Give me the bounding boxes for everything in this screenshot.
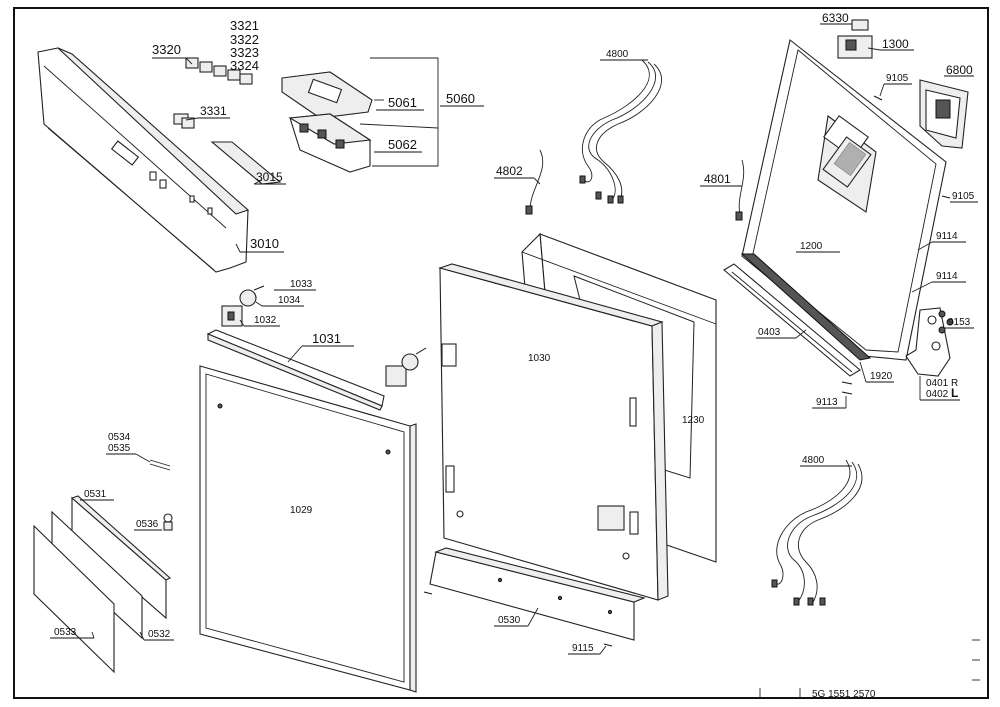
label-4800-bottom: 4800 (802, 455, 825, 466)
label-1033: 1033 (290, 279, 313, 290)
label-6800: 6800 (946, 63, 973, 77)
label-1200: 1200 (800, 241, 823, 252)
label-9115: 9115 (572, 643, 594, 654)
label-0534: 0534 (108, 432, 131, 443)
part-labels: 3321 3322 3323 3324 3320 3331 3015 3010 … (54, 11, 975, 700)
washer-1034-right (401, 353, 419, 371)
label-3331: 3331 (200, 104, 227, 118)
plinth-clip-0534 (149, 459, 171, 471)
strip-0403 (723, 263, 861, 377)
plinth-0533 (33, 524, 115, 674)
label-0536: 0536 (136, 519, 159, 530)
lock-cover-6330 (851, 19, 869, 31)
label-3323: 3323 (230, 45, 259, 60)
label-4800-top: 4800 (606, 49, 629, 60)
electronic-module-5062 (288, 113, 372, 173)
label-6330: 6330 (822, 11, 849, 25)
screw-1033 (253, 285, 265, 291)
label-4802: 4802 (496, 164, 523, 178)
label-3320: 3320 (152, 42, 181, 57)
washer-1034 (239, 289, 257, 307)
kick-plate-0530 (429, 547, 646, 641)
label-0532: 0532 (148, 629, 171, 640)
label-9153: 9153 (948, 317, 971, 328)
leader-lines (50, 23, 978, 655)
label-5061: 5061 (388, 95, 417, 110)
screw-9105-top (873, 95, 883, 101)
label-9105-top: 9105 (886, 73, 909, 84)
label-3321: 3321 (230, 18, 259, 33)
label-1031: 1031 (312, 331, 341, 346)
plinth-clip-0536 (163, 513, 173, 531)
screw-9115-left (423, 591, 433, 595)
label-3322: 3322 (230, 32, 259, 47)
label-1032: 1032 (254, 315, 277, 326)
label-1029: 1029 (290, 505, 313, 516)
end-cap-1032 (221, 305, 243, 327)
screw-9113 (841, 381, 853, 395)
cable-harness-4800-top (579, 59, 662, 204)
label-9114-b: 9114 (936, 271, 958, 282)
door-lock-1300 (837, 35, 873, 59)
screw-9153 (938, 310, 954, 334)
label-0533: 0533 (54, 627, 77, 638)
label-1300: 1300 (882, 37, 909, 51)
cable-4802 (525, 149, 544, 215)
label-1920: 1920 (870, 371, 893, 382)
screw-9105-side (941, 195, 951, 199)
electronic-board-5061 (281, 71, 373, 119)
door-panel-1030 (438, 263, 669, 601)
title-block (759, 639, 980, 698)
button-set-3320 (185, 57, 213, 73)
bracket-5060 (370, 57, 439, 167)
label-1230: 1230 (682, 415, 705, 426)
detergent-dispenser-6800 (919, 79, 969, 149)
label-0403: 0403 (758, 327, 781, 338)
label-0530: 0530 (498, 615, 521, 626)
label-1030: 1030 (528, 353, 551, 364)
label-9114-a: 9114 (936, 231, 958, 242)
plinth-0531 (70, 495, 171, 620)
footer-reference: 5G 1551 2570 (812, 689, 876, 700)
label-9105-side: 9105 (952, 191, 975, 202)
label-0535: 0535 (108, 443, 131, 454)
button-set-3321-3324 (213, 65, 253, 85)
label-5060: 5060 (446, 91, 475, 106)
diagram-border (13, 7, 989, 699)
label-1034: 1034 (278, 295, 301, 306)
screw-9115 (603, 643, 613, 647)
label-5062: 5062 (388, 137, 417, 152)
cable-harness-4800-bottom (771, 459, 863, 606)
label-3010: 3010 (250, 236, 279, 251)
cable-4801 (735, 159, 745, 221)
end-cap-1032-right (385, 365, 407, 387)
label-0402: 0402 L (926, 386, 958, 400)
label-3324: 3324 (230, 58, 259, 73)
label-3015: 3015 (256, 170, 283, 184)
plinth-0532 (51, 510, 143, 640)
label-9113: 9113 (816, 397, 838, 408)
inner-door-1200 (741, 39, 947, 361)
label-0531: 0531 (84, 489, 107, 500)
button-3331 (173, 113, 195, 129)
door-seal-1920 (740, 253, 872, 361)
door-decor-1029 (199, 365, 417, 693)
label-0401: 0401 R (926, 378, 958, 389)
strip-3015 (210, 141, 282, 185)
control-panel-3010 (37, 47, 250, 273)
label-4801: 4801 (704, 172, 731, 186)
